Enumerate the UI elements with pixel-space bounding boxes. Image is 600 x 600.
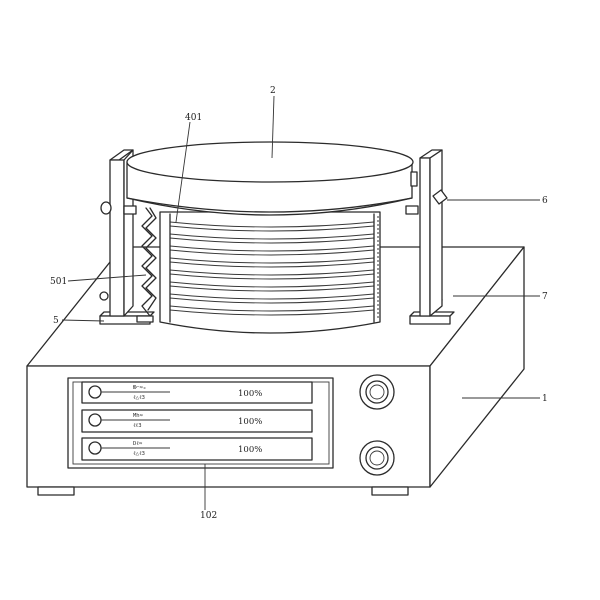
bellows-fold [169, 221, 375, 228]
label-panel: 102 [200, 511, 217, 521]
bellows-fold [169, 285, 375, 292]
panel-row-2-frame [81, 409, 313, 433]
bellows-fold [169, 305, 375, 312]
reference-labels: 2 401 501 5 6 7 1 102 [50, 86, 548, 521]
post-right-front [419, 157, 431, 317]
knob-pin-left [100, 201, 137, 215]
row-1-glyph-top: Ю⌐≈ₒ [133, 385, 146, 391]
row-1-glyph-bottom: ℓ△ℓ3 [133, 395, 145, 401]
leader-5 [61, 319, 105, 322]
bellows-fold [169, 261, 375, 268]
label-clamp-foot: 5 [53, 316, 59, 326]
leader-2 [271, 95, 275, 159]
row-1-value: 100% [238, 389, 262, 399]
bracket-right-base [409, 315, 451, 325]
top-cover-lid [126, 141, 414, 183]
panel-row-1: Ю⌐≈ₒ ℓ△ℓ3 100% [81, 381, 313, 404]
panel-row-3: Dℓ≈ ℓ△ℓ3 100% [81, 437, 313, 461]
bellows-fold [169, 257, 375, 264]
row-3-value: 100% [238, 445, 262, 455]
label-knob-pin: 6 [542, 196, 548, 206]
knob-lower-core [369, 450, 385, 466]
label-main-body: 1 [542, 394, 548, 404]
leader-501 [67, 274, 147, 282]
spring-foot [136, 315, 154, 323]
foot-right [371, 486, 409, 496]
knob-lower-inner [365, 446, 389, 470]
label-base-bracket: 7 [542, 292, 548, 302]
pin-right-block [405, 205, 419, 215]
bellows-fold [169, 249, 375, 256]
post-right-side [429, 149, 443, 317]
bellows-shell [159, 211, 381, 334]
bellows-fold [169, 293, 375, 300]
knob-upper[interactable] [359, 374, 395, 410]
label-bellows: 401 [185, 113, 202, 123]
indicator-3-icon [88, 441, 102, 455]
knob-upper-core [369, 384, 385, 400]
bellows-fold [169, 245, 375, 252]
panel-row-3-frame [81, 437, 313, 461]
row-3-glyph-bottom: ℓ△ℓ3 [133, 451, 145, 457]
top-cover [126, 141, 414, 216]
foot-left [37, 486, 75, 496]
bellows-fold [169, 237, 375, 244]
label-top-cover: 2 [270, 86, 276, 96]
spring-coil-b [145, 207, 157, 311]
bellows [159, 211, 381, 334]
top-cover-rim [126, 197, 413, 213]
bellows-fold [169, 309, 375, 316]
row-2-glyph-top: Mh≈ [133, 413, 144, 419]
knob-upper-inner [365, 380, 389, 404]
panel-row-1-frame [81, 381, 313, 404]
pin-right-stub [410, 171, 418, 187]
bellows-fold [169, 297, 375, 304]
spring-coil-a [141, 207, 153, 317]
pin-left-head [100, 201, 112, 215]
bellows-fold [169, 225, 375, 232]
row-2-glyph-bottom: ℓℓ3 [133, 423, 142, 429]
bracket-left-bolt [99, 291, 109, 301]
label-side-spring: 501 [50, 277, 67, 287]
panel-row-2: Mh≈ ℓℓ3 100% [81, 409, 313, 433]
bellows-fold [169, 273, 375, 280]
row-3-glyph-top: Dℓ≈ [133, 441, 143, 447]
leader-401 [175, 121, 191, 223]
row-2-value: 100% [238, 417, 262, 427]
post-right [419, 149, 443, 317]
leader-lines [61, 95, 540, 510]
bellows-fold [169, 281, 375, 288]
knob-pin-right [405, 171, 448, 215]
pin-right-head [432, 189, 448, 205]
post-left-front [109, 159, 125, 317]
bellows-fold [169, 233, 375, 240]
body-right-face [429, 246, 525, 488]
indicator-1-icon [88, 385, 102, 399]
pin-left-block [123, 205, 137, 215]
control-panel: Ю⌐≈ₒ ℓ△ℓ3 100% Mh≈ ℓℓ3 100% Dℓ≈ ℓ△ℓ3 100… [67, 377, 334, 469]
bellows-fold [169, 269, 375, 276]
side-spring [136, 207, 157, 323]
indicator-2-icon [88, 413, 102, 427]
knob-lower[interactable] [359, 440, 395, 476]
